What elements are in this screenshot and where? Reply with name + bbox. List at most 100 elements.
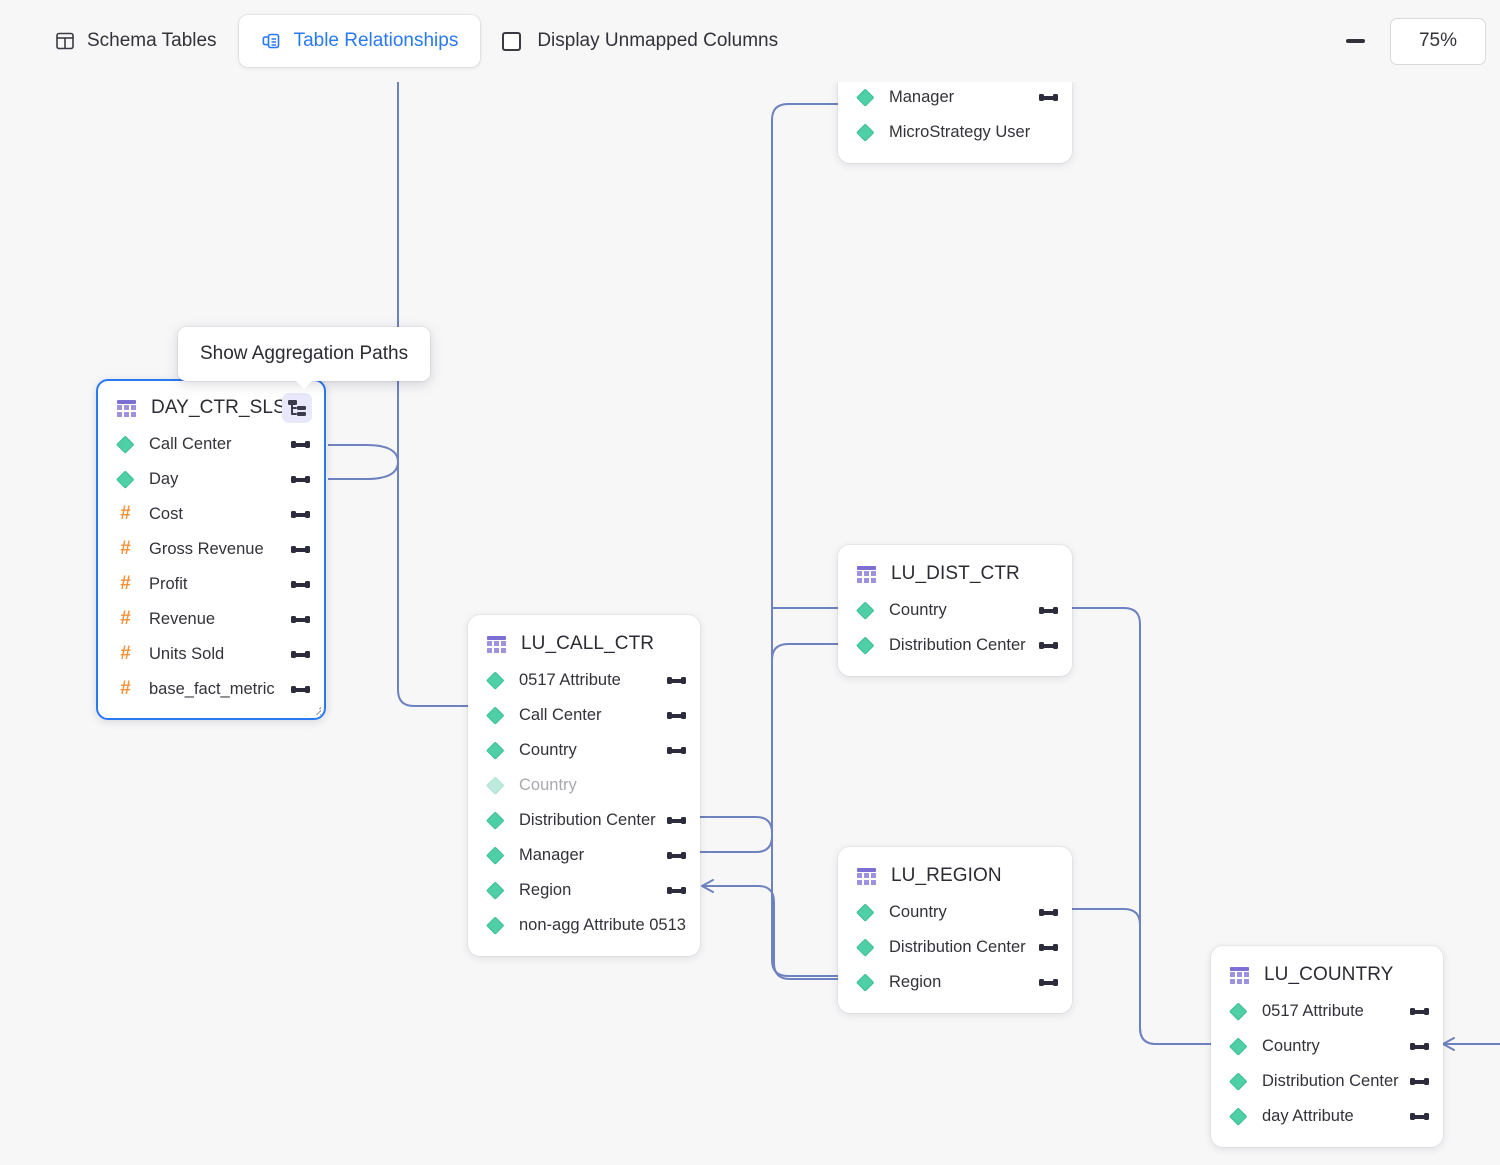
table-node-header[interactable]: LU_REGION: [838, 857, 1072, 895]
display-unmapped-columns-checkbox[interactable]: Display Unmapped Columns: [480, 15, 792, 67]
column-link-icon[interactable]: [291, 506, 310, 523]
column-link-icon[interactable]: [291, 681, 310, 698]
column-link-icon[interactable]: [1039, 637, 1058, 654]
table-column-row[interactable]: Distribution Center: [838, 930, 1072, 965]
relationship-edge[interactable]: [700, 643, 838, 853]
table-column-row[interactable]: Country: [468, 733, 700, 768]
edge-arrowhead: [1442, 1037, 1455, 1051]
table-column-row[interactable]: Call Center: [98, 427, 324, 462]
column-link-icon[interactable]: [1410, 1108, 1429, 1125]
table-column-row[interactable]: Country: [468, 768, 700, 803]
attribute-diamond-icon: [1229, 1037, 1248, 1056]
tooltip-text: Show Aggregation Paths: [200, 343, 409, 364]
table-column-row[interactable]: Country: [1211, 1029, 1443, 1064]
table-column-row[interactable]: #Gross Revenue: [98, 532, 324, 567]
table-column-row[interactable]: Distribution Center: [468, 803, 700, 838]
table-node-header[interactable]: DAY_CTR_SLS: [98, 389, 324, 427]
relationship-edge[interactable]: [397, 82, 470, 707]
table-grid-icon: [857, 867, 876, 885]
column-link-icon[interactable]: [1039, 939, 1058, 956]
table-column-row[interactable]: Distribution Center: [1211, 1064, 1443, 1099]
column-link-icon[interactable]: [667, 882, 686, 899]
attribute-diamond-icon: [856, 88, 875, 107]
table-column-row[interactable]: MicroStrategy User: [838, 115, 1072, 150]
column-link-icon[interactable]: [667, 707, 686, 724]
table-column-row[interactable]: Manager: [468, 838, 700, 873]
column-link-icon[interactable]: [667, 847, 686, 864]
table-column-row[interactable]: # Cost: [98, 497, 324, 532]
column-link-icon[interactable]: [291, 436, 310, 453]
schema-tables-button[interactable]: Schema Tables: [34, 15, 239, 67]
table-column-row[interactable]: #Units Sold: [98, 637, 324, 672]
table-column-row[interactable]: #Profit: [98, 567, 324, 602]
table-column-row[interactable]: #base_fact_metric: [98, 672, 324, 707]
table-column-row[interactable]: 0517 Attribute: [1211, 994, 1443, 1029]
show-aggregation-paths-button[interactable]: [282, 393, 312, 423]
column-link-icon[interactable]: [291, 646, 310, 663]
relationship-edge[interactable]: [702, 885, 840, 980]
table-column-row[interactable]: Day: [98, 462, 324, 497]
attribute-diamond-icon: [856, 601, 875, 620]
relationship-edge[interactable]: [1072, 607, 1211, 1045]
resize-handle[interactable]: [308, 702, 321, 715]
table-column-row[interactable]: Country: [838, 593, 1072, 628]
column-link-icon[interactable]: [667, 742, 686, 759]
table-column-row[interactable]: Manager: [838, 80, 1072, 115]
table-column-row[interactable]: Country: [838, 895, 1072, 930]
table-column-row[interactable]: Region: [468, 873, 700, 908]
table-node-header[interactable]: LU_COUNTRY: [1211, 956, 1443, 994]
table-column-row[interactable]: #Revenue: [98, 602, 324, 637]
metric-hash-icon: #: [120, 503, 131, 524]
table-column-row[interactable]: day Attribute: [1211, 1099, 1443, 1134]
metric-hash-icon: #: [120, 573, 131, 594]
zoom-out-button[interactable]: [1338, 24, 1372, 58]
table-node-header[interactable]: LU_CALL_CTR: [468, 625, 700, 663]
column-link-icon[interactable]: [667, 812, 686, 829]
column-label: Country: [519, 776, 577, 794]
zoom-controls: 75%: [1338, 17, 1486, 65]
column-link-icon[interactable]: [1039, 602, 1058, 619]
checkbox-box[interactable]: [502, 31, 522, 51]
attribute-diamond-icon: [116, 435, 135, 454]
column-link-icon[interactable]: [291, 576, 310, 593]
column-link-icon[interactable]: [291, 611, 310, 628]
column-link-icon[interactable]: [1039, 974, 1058, 991]
column-link-icon[interactable]: [1410, 1038, 1429, 1055]
table-column-row[interactable]: Region: [838, 965, 1072, 1000]
attribute-diamond-icon: [486, 916, 505, 935]
zoom-level-input[interactable]: 75%: [1390, 17, 1486, 65]
relationship-edge[interactable]: [1072, 908, 1211, 1045]
column-link-icon[interactable]: [291, 541, 310, 558]
column-label: Distribution Center: [889, 938, 1026, 956]
attribute-diamond-icon: [116, 470, 135, 489]
column-link-icon[interactable]: [1039, 89, 1058, 106]
relationship-edge[interactable]: [771, 103, 840, 817]
column-link-icon[interactable]: [291, 471, 310, 488]
attribute-diamond-icon: [486, 741, 505, 760]
column-link-icon[interactable]: [1039, 904, 1058, 921]
column-label: Day: [149, 470, 179, 488]
aggregation-paths-tooltip: Show Aggregation Paths: [178, 327, 431, 389]
table-node-header[interactable]: LU_DIST_CTR: [838, 555, 1072, 593]
attribute-diamond-icon: [856, 123, 875, 142]
table-column-row[interactable]: 0517 Attribute: [468, 663, 700, 698]
relationship-edge[interactable]: [328, 444, 400, 480]
relationship-edge[interactable]: [700, 816, 838, 977]
column-label: 0517 Attribute: [1262, 1002, 1364, 1020]
column-link-icon[interactable]: [1410, 1003, 1429, 1020]
table-column-row[interactable]: non-agg Attribute 0513: [468, 908, 700, 943]
table-relationships-button[interactable]: Table Relationships: [238, 15, 481, 67]
column-link-icon[interactable]: [1410, 1073, 1429, 1090]
column-label: Cost: [149, 505, 183, 523]
table-column-row[interactable]: Distribution Center: [838, 628, 1072, 663]
column-link-icon[interactable]: [667, 672, 686, 689]
table-column-row[interactable]: Call Center: [468, 698, 700, 733]
